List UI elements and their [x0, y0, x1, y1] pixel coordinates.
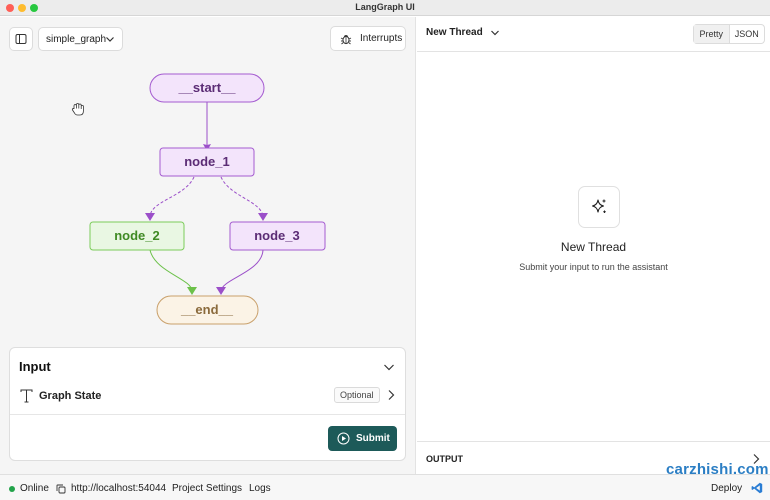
node-start-label: __start__ — [177, 80, 236, 95]
logs-link[interactable]: Logs — [249, 483, 271, 494]
node-node-3-label: node_3 — [254, 228, 300, 243]
sparkles-icon — [578, 186, 620, 228]
node-node-1-label: node_1 — [184, 154, 230, 169]
text-type-icon — [20, 389, 33, 403]
window-title: LangGraph UI — [355, 2, 415, 12]
chevron-down-icon[interactable] — [383, 362, 395, 372]
empty-state-title: New Thread — [560, 240, 627, 254]
chevron-down-icon — [106, 37, 114, 42]
minimize-window-button[interactable] — [18, 4, 26, 12]
node-start[interactable]: __start__ — [149, 73, 265, 103]
node-node-3[interactable]: node_3 — [229, 221, 326, 251]
graph-state-label: Graph State — [39, 390, 102, 402]
chevron-right-icon[interactable] — [752, 453, 760, 465]
optional-badge: Optional — [334, 387, 380, 403]
status-bar: Online http://localhost:54044 Project Se… — [0, 474, 770, 500]
input-title: Input — [19, 359, 51, 374]
node-node-2[interactable]: node_2 — [89, 221, 185, 251]
bug-icon — [340, 34, 352, 44]
view-json-button[interactable]: JSON — [734, 29, 759, 39]
sidebar-icon — [15, 34, 27, 44]
output-label: OUTPUT — [426, 454, 463, 464]
thread-selector-label: New Thread — [426, 27, 483, 38]
deploy-link[interactable]: Deploy — [711, 483, 743, 494]
graph-state-row[interactable]: Graph State Optional — [10, 382, 405, 415]
maximize-window-button[interactable] — [30, 4, 38, 12]
node-end[interactable]: __end__ — [156, 295, 259, 325]
vscode-icon[interactable] — [751, 482, 763, 494]
close-window-button[interactable] — [6, 4, 14, 12]
play-circle-icon — [337, 432, 350, 445]
view-mode-toggle: Pretty JSON — [693, 24, 765, 44]
thread-selector[interactable]: New Thread — [426, 27, 500, 38]
node-end-label: __end__ — [180, 302, 234, 317]
edge-node1-node3 — [220, 176, 264, 218]
watermark-text: carzhishi.com — [666, 461, 769, 478]
view-pretty-button[interactable]: Pretty — [694, 25, 730, 43]
input-panel: Input Graph State Optional Submit — [9, 347, 406, 461]
toggle-sidebar-button[interactable] — [9, 27, 33, 51]
output-bar[interactable]: OUTPUT — [417, 441, 770, 474]
server-url[interactable]: http://localhost:54044 — [56, 483, 166, 494]
graph-pane: __start__ node_1 node_2 node_3 __end__ — [0, 17, 416, 474]
project-settings-link[interactable]: Project Settings — [172, 483, 243, 494]
node-node-2-label: node_2 — [114, 228, 160, 243]
empty-state-subtitle: Submit your input to run the assistant — [519, 262, 668, 272]
graph-selector-label: simple_graph — [46, 33, 107, 45]
online-status: Online — [9, 483, 49, 494]
edge-node1-node2 — [149, 176, 195, 218]
submit-button[interactable]: Submit — [328, 426, 397, 451]
interrupts-label: Interrupts — [360, 33, 403, 44]
graph-selector[interactable]: simple_graph — [38, 27, 123, 51]
edge-node3-end — [220, 249, 264, 292]
node-node-1[interactable]: node_1 — [159, 147, 255, 177]
window-titlebar: LangGraph UI — [0, 0, 770, 16]
submit-label: Submit — [356, 433, 390, 444]
chevron-right-icon[interactable] — [387, 389, 395, 401]
chevron-down-icon — [490, 30, 499, 35]
edge-node2-end — [149, 249, 193, 292]
hand-cursor-icon — [71, 103, 84, 116]
graph-canvas[interactable]: __start__ node_1 node_2 node_3 __end__ — [0, 17, 416, 347]
online-dot-icon — [9, 485, 15, 492]
interrupts-button[interactable]: Interrupts — [330, 26, 406, 51]
online-label: Online — [20, 483, 49, 494]
copy-icon — [56, 484, 66, 493]
server-url-label: http://localhost:54044 — [71, 483, 167, 494]
thread-pane: New Thread Pretty JSON New Thread Submit… — [417, 17, 770, 474]
thread-header: New Thread Pretty JSON — [417, 17, 770, 52]
